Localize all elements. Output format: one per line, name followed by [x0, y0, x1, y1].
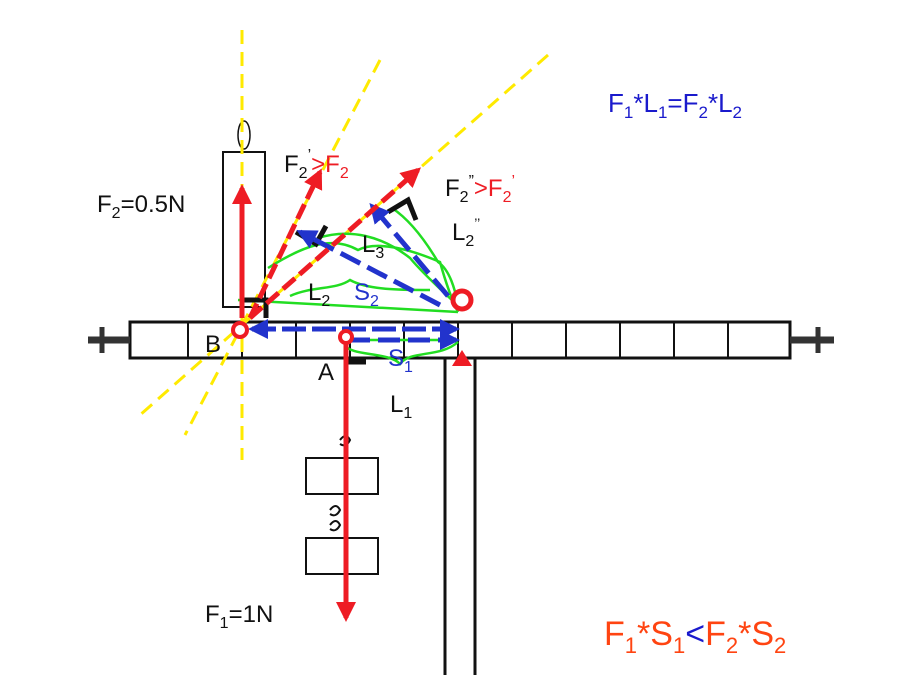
fulcrum-triangle: [452, 350, 472, 366]
label-S1: S1: [388, 345, 413, 376]
force-arrows: [232, 167, 422, 622]
label-F2-double-prime: F2”>F2’: [445, 173, 515, 206]
point-B: [231, 321, 249, 339]
lever-end-right: [790, 327, 834, 353]
label-L3: L3: [362, 231, 384, 262]
label-F1-value: F1=1N: [205, 601, 273, 632]
lever-end-left: [88, 327, 130, 353]
formula-work-compare: F1*S1<F2*S2: [604, 615, 786, 658]
label-L2-double-prime: L2’’: [452, 215, 480, 250]
label-A: A: [318, 359, 334, 386]
stand-post: [443, 348, 477, 675]
label-L2: L2: [308, 279, 330, 310]
hanging-weights: [305, 435, 379, 575]
label-S2: S2: [354, 279, 379, 310]
pivot-point: [450, 288, 474, 312]
label-L1: L1: [390, 391, 412, 422]
formula-moment-balance: F1*L1=F2*L2: [608, 88, 742, 122]
point-A: [338, 329, 354, 345]
label-F2-value: F2=0.5N: [97, 191, 185, 222]
lever-bar: [128, 320, 792, 360]
label-B: B: [205, 331, 221, 358]
label-F2-prime: F2’>F2: [284, 147, 349, 182]
distance-arrows: [248, 202, 460, 350]
